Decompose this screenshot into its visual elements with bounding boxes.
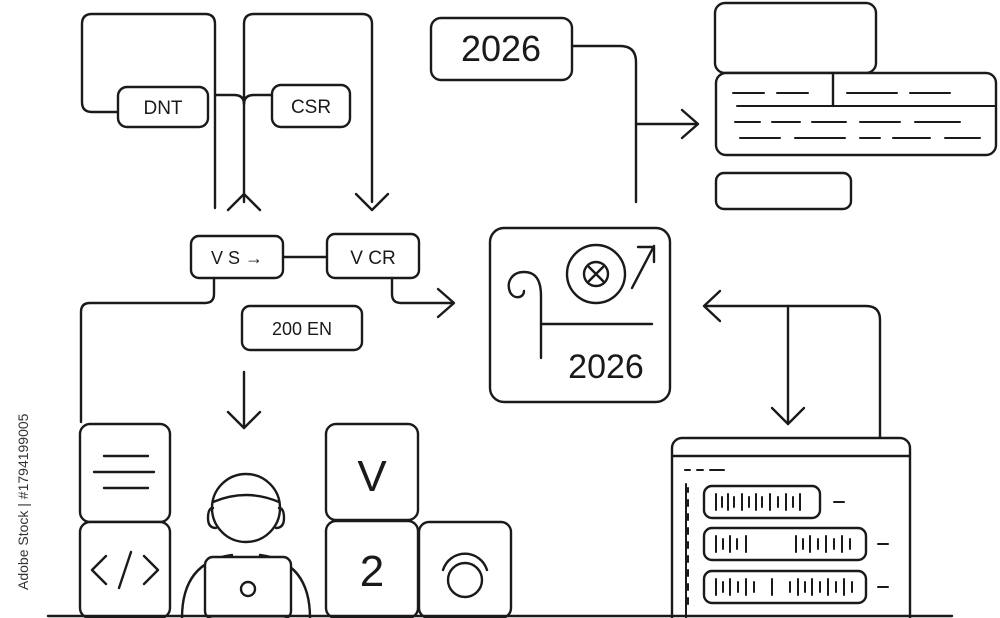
ring-icon (441, 552, 489, 599)
arrow-down-to-server (770, 406, 806, 426)
connector-server-center (704, 304, 882, 440)
letter-v-label: V (357, 452, 387, 501)
side-watermark: Adobe Stock | #1794199005 (15, 413, 31, 590)
year-top-label: 2026 (461, 28, 541, 69)
monitor-icon (713, 1, 998, 211)
digit-2-label: 2 (360, 547, 384, 596)
vcr-label: V CR (350, 248, 395, 269)
year-top-chip: 2026 (429, 16, 574, 82)
arrow-left-to-center (702, 289, 722, 323)
en-chip: 200 EN (240, 304, 364, 352)
arrow-up-right-icon (630, 244, 656, 290)
connector-year-monitor (570, 44, 638, 204)
code-brackets-icon (90, 550, 160, 590)
digit-2-tile: 2 (324, 519, 420, 618)
dnt-chip: DNT (116, 85, 210, 129)
ring-tile (417, 520, 513, 618)
lines-icon (92, 454, 156, 490)
top-left-box-dnt (80, 12, 217, 210)
arrow-up-to-top (226, 192, 262, 212)
en-label: 200 EN (272, 319, 332, 339)
letter-v-tile: V (324, 422, 420, 522)
csr-label: CSR (291, 97, 331, 118)
arrow-right-to-center (436, 287, 456, 319)
arrow-right-to-monitor (680, 108, 700, 140)
person-laptop-icon (180, 472, 312, 618)
x-circle-icon (565, 243, 627, 305)
vs-chip: V S → (189, 234, 285, 280)
connector-vcr-center (390, 276, 454, 305)
server-rack-icon (670, 436, 912, 618)
dnt-label: DNT (143, 98, 182, 119)
arrow-down-to-person-head (226, 410, 262, 430)
code-tile (78, 520, 172, 618)
arrow-down-to-vcr (354, 192, 390, 212)
csr-chip: CSR (270, 83, 352, 129)
vcr-chip: V CR (325, 232, 421, 280)
vs-label: V S → (211, 248, 263, 268)
top-left-box-csr (213, 12, 374, 204)
lines-tile (78, 422, 172, 524)
spiral-icon (507, 270, 543, 360)
connector-vs-tiles (79, 276, 216, 424)
center-card: 2026 (488, 226, 672, 404)
year-center-label: 2026 (568, 348, 644, 386)
